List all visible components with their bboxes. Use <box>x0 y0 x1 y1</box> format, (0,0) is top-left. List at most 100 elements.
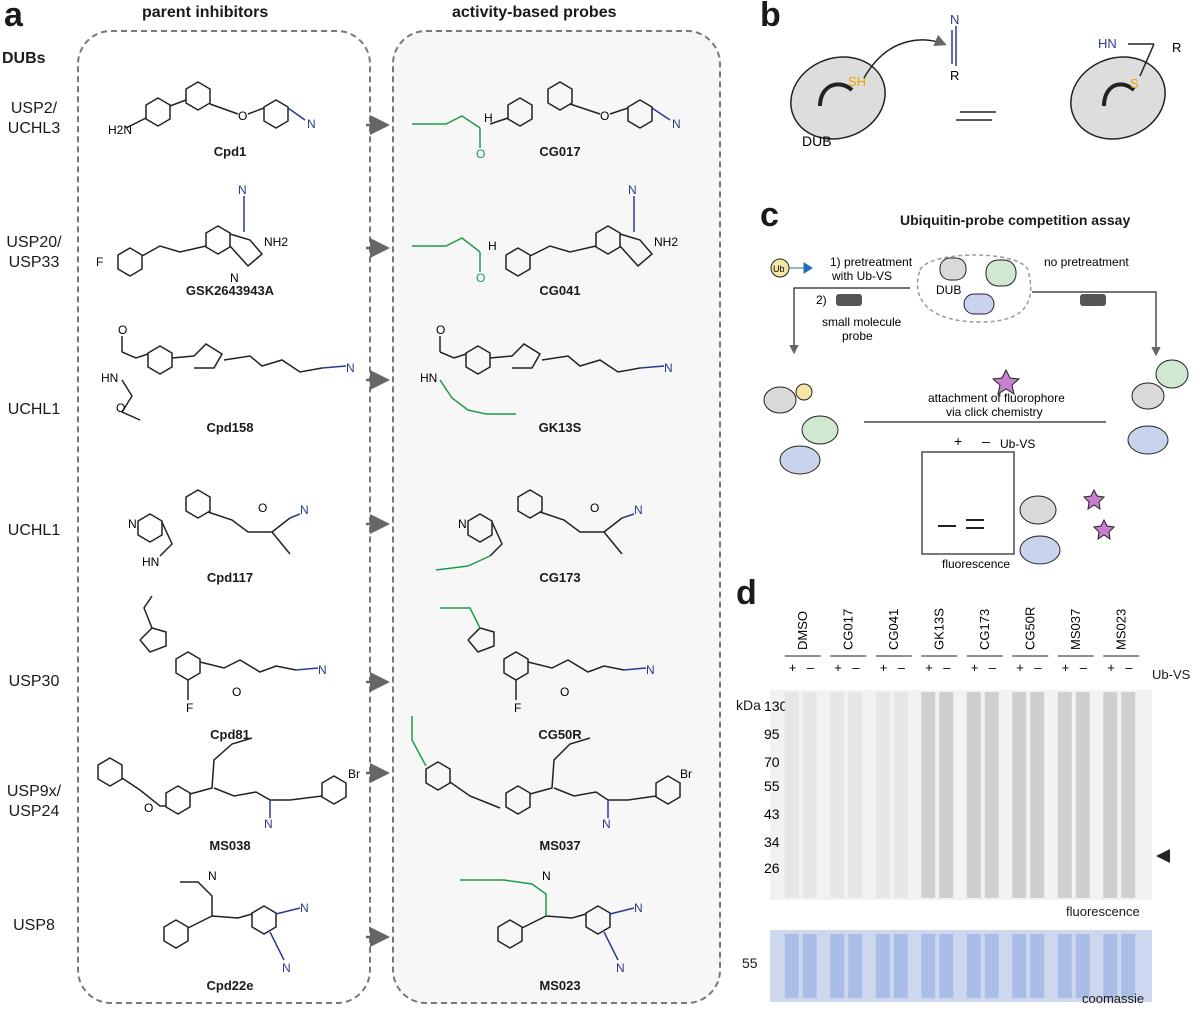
marker-label-55: 55 <box>764 778 780 794</box>
svg-text:N: N <box>318 663 327 677</box>
fluorophore-star-a <box>1082 488 1106 511</box>
svg-text:HN: HN <box>420 371 437 385</box>
coomassie-lane <box>1030 934 1045 998</box>
gel-lane <box>1030 692 1045 898</box>
svg-text:O: O <box>144 801 153 815</box>
panel-c-letter: c <box>760 196 779 234</box>
dub-label-c: DUB <box>936 283 961 297</box>
sample-label-cg50r: CG50R <box>1022 607 1037 650</box>
minus-c: – <box>982 433 990 449</box>
coomassie-lane <box>939 934 954 998</box>
ubvs-minus-sign: – <box>943 660 951 675</box>
left-ub <box>795 383 813 401</box>
structure-cg173: O N N <box>435 489 643 571</box>
probe-name-4: CG173 <box>539 570 581 585</box>
svg-text:N: N <box>664 361 673 375</box>
sample-label-ms023: MS023 <box>1113 609 1128 650</box>
marker-label-26: 26 <box>764 860 780 876</box>
panel-b-canvas: SH DUB N R S HN R <box>790 12 1181 149</box>
dub-label-row7: USP8 <box>13 917 55 934</box>
structure-cpd117: HN O N N <box>128 489 309 569</box>
ubvs-c: Ub-VS <box>1000 437 1035 451</box>
marker-label-34: 34 <box>764 834 780 850</box>
svg-text:N: N <box>634 901 643 915</box>
inhibitor-name-4: Cpd117 <box>206 570 254 585</box>
structures-canvas: H2N O N O H O N N NH2 N F N NH2 O H <box>96 81 692 975</box>
coomassie-label: coomassie <box>1082 991 1145 1006</box>
gel-lane <box>921 692 936 898</box>
svg-text:F: F <box>186 701 193 715</box>
inhibitor-name-1: Cpd1 <box>213 144 247 159</box>
dub-label-row6: USP9x/USP24 <box>6 783 62 820</box>
dub-label-row1: USP2/UCHL3 <box>7 100 61 137</box>
dub-pocket-right <box>1102 82 1136 107</box>
svg-text:N: N <box>300 503 309 517</box>
coomassie-lane <box>784 934 799 998</box>
svg-text:HN: HN <box>101 371 118 385</box>
mini-gel <box>921 451 1015 555</box>
svg-text:H2N: H2N <box>108 123 132 137</box>
inhibitor-name-5: Cpd81 <box>210 727 250 742</box>
svg-text:O: O <box>258 501 267 515</box>
gel-lane <box>893 692 908 898</box>
gel-lane <box>830 692 845 898</box>
svg-text:N: N <box>238 183 247 197</box>
ubvs-minus-sign: – <box>1080 660 1088 675</box>
svg-text:N: N <box>602 817 611 831</box>
gel-lane <box>1103 692 1118 898</box>
step2c-label: probe <box>842 329 873 343</box>
fluorescence-d-label: fluorescence <box>1066 904 1140 919</box>
svg-text:O: O <box>600 109 609 123</box>
svg-text:O: O <box>476 271 485 285</box>
arrow-group <box>366 115 390 947</box>
coomassie-lane <box>875 934 890 998</box>
structure-cg041: N NH2 O H <box>412 183 678 285</box>
svg-text:N: N <box>346 361 355 375</box>
inhibitor-name-7: Cpd22e <box>206 978 254 993</box>
dub-label-row2: USP20/USP33 <box>6 234 62 271</box>
ubvs-plus-sign: + <box>1016 660 1024 675</box>
ubvs-minus-sign: – <box>1125 660 1133 675</box>
svg-text:N: N <box>300 901 309 915</box>
probe-body-right <box>1080 294 1106 306</box>
coomassie-lane <box>966 934 981 998</box>
ub-label: Ub <box>773 264 785 274</box>
sulfur-label: S <box>1130 76 1139 91</box>
ubvs-minus-sign: – <box>852 660 860 675</box>
ubvs-minus-sign: – <box>807 660 815 675</box>
gel-lane <box>1121 692 1136 898</box>
svg-text:N: N <box>264 817 273 831</box>
fluorophore-star-b <box>1092 518 1116 541</box>
gel-lane <box>1057 692 1072 898</box>
structure-ms023: N N N <box>460 869 643 975</box>
header-activity-probes: activity-based probes <box>452 4 617 21</box>
svg-text:H: H <box>484 111 493 125</box>
marker-label-95: 95 <box>764 726 780 742</box>
gel-lane <box>848 692 863 898</box>
ubvs-plus-sign: + <box>1107 660 1115 675</box>
ubvs-plus-sign: + <box>925 660 933 675</box>
svg-text:N: N <box>208 869 217 883</box>
svg-text:N: N <box>646 663 655 677</box>
gel-lane <box>939 692 954 898</box>
svg-text:O: O <box>118 323 127 337</box>
attach1-label: attachment of fluorophore <box>928 391 1065 405</box>
svg-text:NH2: NH2 <box>264 235 288 249</box>
svg-text:F: F <box>514 701 521 715</box>
svg-text:O: O <box>560 685 569 699</box>
plus-c: + <box>954 433 962 449</box>
step2-label: 2) <box>816 293 827 307</box>
svg-text:Br: Br <box>680 767 692 781</box>
svg-text:O: O <box>436 323 445 337</box>
ubvs-plus-sign: + <box>971 660 979 675</box>
structure-cg017: O H O N <box>412 81 681 161</box>
right-dub-a <box>1131 382 1165 410</box>
svg-text:O: O <box>232 685 241 699</box>
structure-cpd158: HN O N O <box>101 323 355 421</box>
coomassie-lane <box>1012 934 1027 998</box>
svg-text:NH2: NH2 <box>654 235 678 249</box>
svg-text:N: N <box>628 183 637 197</box>
ubvs-warhead <box>789 262 813 274</box>
labelled-dub-b <box>1019 535 1061 565</box>
gel-lane <box>802 692 817 898</box>
